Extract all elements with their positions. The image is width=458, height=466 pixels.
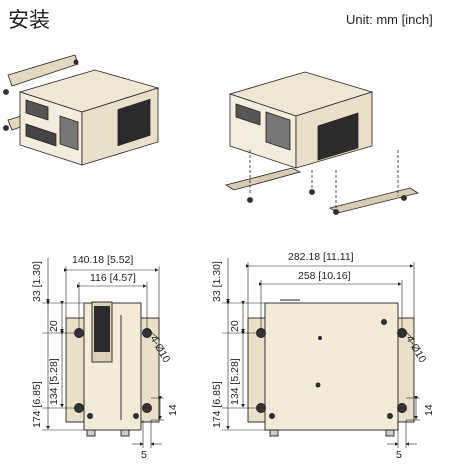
front-upper-gap: 20 <box>48 320 60 332</box>
front-view-drawing <box>42 258 164 448</box>
side-foot-width: 5 <box>396 449 402 461</box>
side-width-inner: 258 [10.16] <box>298 270 351 282</box>
front-height-total: 174 [6.85] <box>31 381 43 428</box>
side-height-inner: 134 [5.28] <box>229 358 241 405</box>
front-width-outer: 140.18 [5.52] <box>72 254 133 266</box>
isometric-chassis-side-mount <box>3 54 160 166</box>
unit-label: Unit: mm [inch] <box>346 12 433 27</box>
side-width-outer: 282.18 [11.11] <box>288 251 354 263</box>
side-upper-gap: 20 <box>229 320 241 332</box>
front-height-inner: 134 [5.28] <box>48 358 60 405</box>
isometric-chassis-bottom-mount <box>224 71 420 215</box>
side-top-margin: 33 [1.30] <box>211 261 223 302</box>
page-title: 安装 <box>8 8 50 32</box>
front-top-margin: 33 [1.30] <box>31 261 43 302</box>
side-height-total: 174 [6.85] <box>211 381 223 428</box>
side-foot-height: 14 <box>423 404 435 416</box>
front-foot-height: 14 <box>167 404 179 416</box>
front-foot-width: 5 <box>141 449 147 461</box>
side-view-drawing <box>222 258 420 448</box>
front-width-inner: 116 [4.57] <box>90 272 136 284</box>
